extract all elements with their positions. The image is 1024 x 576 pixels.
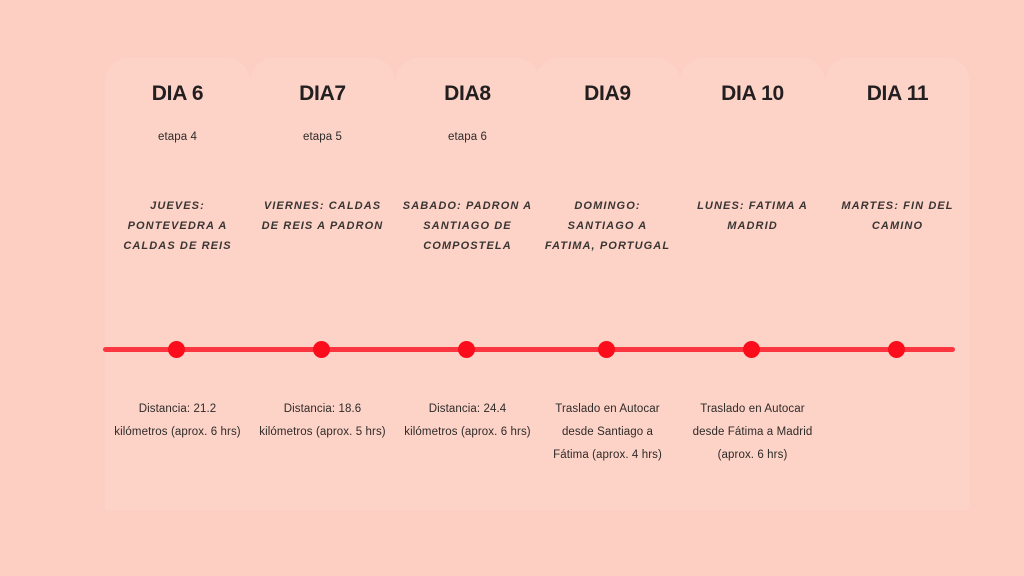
day-title-1: DIA 6 [151,82,204,105]
timeline-column-4[interactable]: DIA9 DOMINGO: SANTIAGO A FATIMA, PORTUGA… [535,58,680,510]
timeline-column-2[interactable]: DIA7 etapa 5 VIERNES: CALDAS DE REIS A P… [250,58,395,510]
day-title-3: DIA8 [444,82,491,105]
detail-text-1: Distancia: 21.2 kilómetros (aprox. 6 hrs… [114,403,241,438]
timeline-column-1[interactable]: DIA 6 etapa 4 JUEVES: PONTEVEDRA A CALDA… [105,58,250,510]
day-title-5: DIA 10 [721,82,784,105]
route-text-2: VIERNES: CALDAS DE REIS A PADRON [261,200,384,233]
stage-label-3: etapa 6 [447,131,488,144]
column-header-3: DIA8 etapa 6 [395,58,540,328]
timeline-dot-1[interactable] [167,341,185,358]
timeline-dot-5[interactable] [742,341,760,358]
stage-label-6 [825,105,970,131]
route-text-6: MARTES: FIN DEL CAMINO [841,200,954,233]
stage-label-2: etapa 5 [302,131,343,144]
day-title-2: DIA7 [299,82,346,105]
timeline-dot-2[interactable] [312,341,330,358]
column-header-4: DIA9 [535,58,680,328]
column-header-2: DIA7 etapa 5 [250,58,395,328]
route-text-5: LUNES: FATIMA A MADRID [697,200,808,233]
timeline-column-3[interactable]: DIA8 etapa 6 SABADO: PADRON A SANTIAGO D… [395,58,540,510]
timeline-dot-6[interactable] [887,341,905,358]
timeline-axis-line [103,347,955,352]
column-header-1: DIA 6 etapa 4 [105,58,250,328]
timeline-column-6[interactable]: DIA 11 MARTES: FIN DEL CAMINO [825,58,970,510]
column-header-6: DIA 11 [825,58,970,328]
timeline-dot-3[interactable] [457,341,475,358]
stage-label-4 [535,105,680,131]
route-text-4: DOMINGO: SANTIAGO A FATIMA, PORTUGAL [544,200,671,253]
route-text-3: SABADO: PADRON A SANTIAGO DE COMPOSTELA [402,200,533,253]
detail-text-5: Traslado en Autocar desde Fátima a Madri… [692,403,813,461]
stage-label-5 [680,105,825,131]
day-title-6: DIA 11 [866,82,929,105]
detail-text-2: Distancia: 18.6 kilómetros (aprox. 5 hrs… [259,403,386,438]
detail-text-4: Traslado en Autocar desde Santiago a Fát… [553,403,662,461]
day-title-4: DIA9 [584,82,631,105]
route-text-1: JUEVES: PONTEVEDRA A CALDAS DE REIS [123,200,232,253]
detail-text-3: Distancia: 24.4 kilómetros (aprox. 6 hrs… [404,403,531,438]
timeline-dot-4[interactable] [597,341,615,358]
column-header-5: DIA 10 [680,58,825,328]
timeline-column-5[interactable]: DIA 10 LUNES: FATIMA A MADRID Traslado e… [680,58,825,510]
stage-label-1: etapa 4 [157,131,198,144]
